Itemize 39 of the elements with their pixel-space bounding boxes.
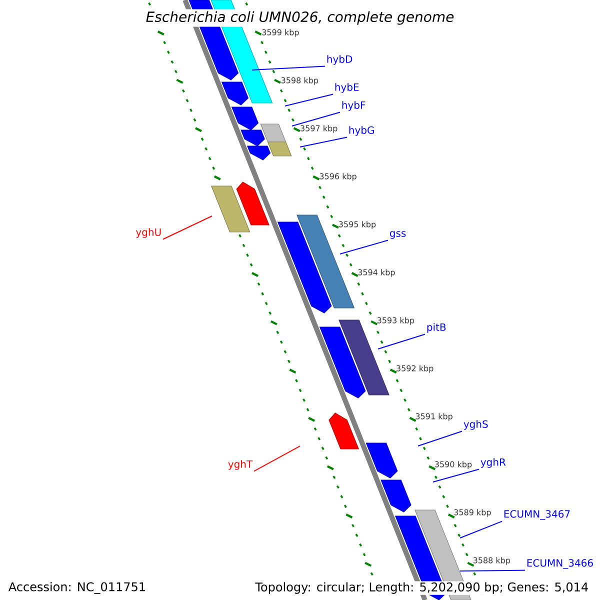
gene-label: hybE xyxy=(335,83,359,93)
leader-line xyxy=(432,468,480,482)
leader-line xyxy=(162,216,212,240)
gene-label: pitB xyxy=(427,323,446,333)
gene-label: ECUMN_3467 xyxy=(504,510,570,520)
scale-label: 3591 kbp xyxy=(416,413,452,421)
scale-label: 3595 kbp xyxy=(339,221,376,229)
scale-label: 3594 kbp xyxy=(358,269,395,277)
scale-label: 3589 kbp xyxy=(454,509,491,517)
gene-label: yghR xyxy=(480,458,506,468)
gene-label: hybF xyxy=(342,101,366,111)
gene-label: ECUMN_3466 xyxy=(527,559,593,569)
title: Escherichia coli UMN026, complete genome xyxy=(144,9,456,27)
leader-line xyxy=(460,520,502,538)
leader-line xyxy=(340,240,388,254)
gene-label: yghU xyxy=(136,228,161,238)
leader-line xyxy=(418,430,462,446)
leader-line xyxy=(254,446,300,472)
leader-line xyxy=(284,94,334,106)
scale-label: 3596 kbp xyxy=(320,173,356,181)
leader-line xyxy=(252,66,326,70)
leader-line xyxy=(300,136,348,148)
scale-label: 3593 kbp xyxy=(377,317,414,325)
gene-label: yghS xyxy=(464,420,488,430)
genome-info-text: Topology: circular; Length: 5,202,090 bp; Genes: 5,014 xyxy=(254,581,590,595)
gene-label: hybD xyxy=(327,55,352,65)
scale-label: 3599 kbp xyxy=(262,29,299,37)
gene-label: yghT xyxy=(228,460,253,470)
gene-label: hybG xyxy=(349,126,374,136)
scale-label: 3597 kbp xyxy=(300,125,338,133)
gene-label: gss xyxy=(390,231,406,239)
scale-label: 3598 kbp xyxy=(281,77,318,85)
scale-label: 3588 kbp xyxy=(473,557,510,565)
accession-text: Accession: NC_011751 xyxy=(8,582,145,594)
scale-label: 3590 kbp xyxy=(435,461,472,469)
scale-label: 3592 kbp xyxy=(396,365,434,373)
leader-line xyxy=(460,570,526,572)
leader-line xyxy=(378,334,426,350)
leader-line xyxy=(292,112,340,126)
